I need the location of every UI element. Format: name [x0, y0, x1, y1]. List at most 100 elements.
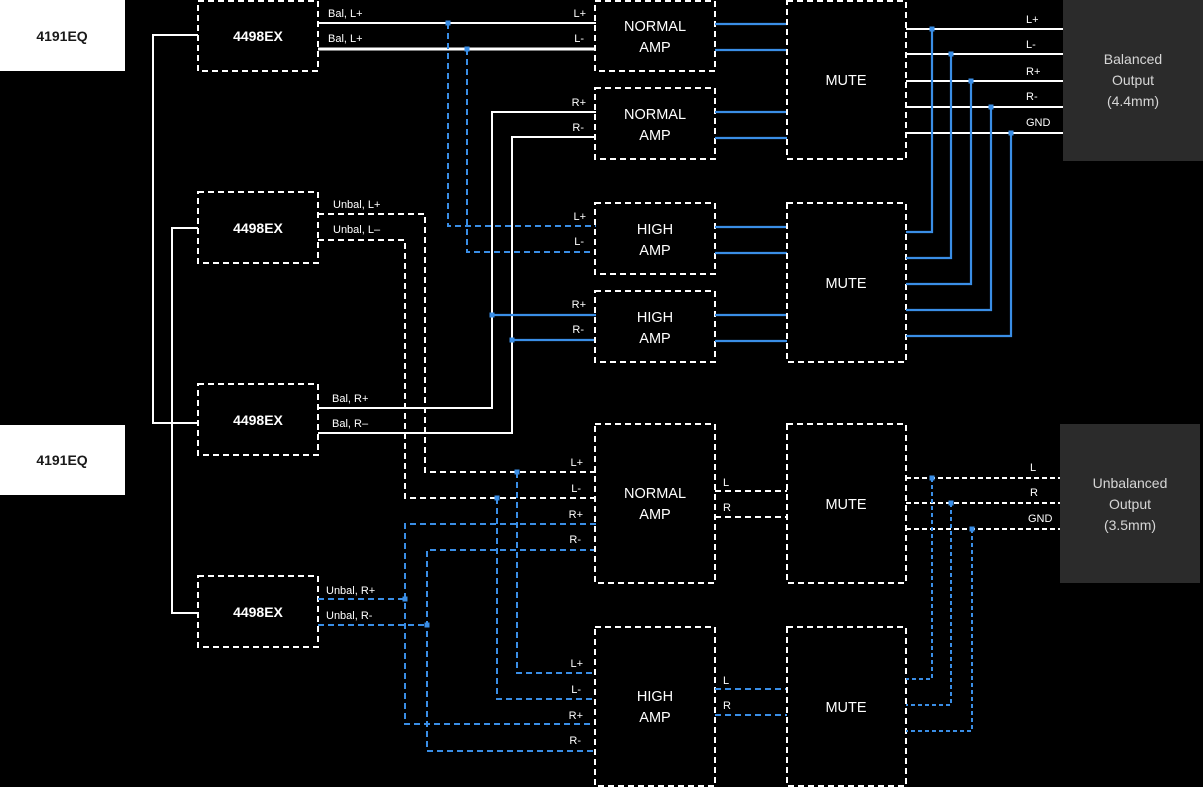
junction-dot: [514, 469, 520, 475]
junction-dot: [424, 622, 430, 628]
unbalanced-pin-label: GND: [1028, 513, 1053, 525]
balanced-pin-label: R+: [1026, 66, 1040, 78]
amp-box: [594, 290, 716, 363]
amp-input-label: L-: [574, 33, 584, 45]
wire-bal-r-minus: [318, 136, 596, 434]
mute-label: MUTE: [825, 73, 866, 89]
amp-label-line1: HIGH: [637, 222, 673, 238]
junction-dot: [445, 20, 451, 26]
amp-input-label: R-: [569, 534, 581, 546]
amp-label-line1: NORMAL: [624, 19, 686, 35]
wire-high-mute-r-plus: [906, 81, 973, 286]
mute-box: [786, 0, 907, 160]
bus-wire-left-inner: [171, 227, 198, 614]
junction-dot: [1008, 130, 1014, 136]
dac-output-label: Bal, L+: [328, 8, 363, 20]
unbalanced-pin-label: R: [1030, 487, 1038, 499]
balanced-pin-label: R-: [1026, 91, 1038, 103]
amp-input-label: L-: [571, 684, 581, 696]
dac-block-1: 4498EX: [197, 0, 319, 72]
amp-input-label: R-: [569, 735, 581, 747]
wire-unbal-l-plus: [318, 213, 596, 473]
junction-dot: [509, 337, 515, 343]
source-box: [0, 425, 125, 495]
dac-output-label: Unbal, L–: [333, 224, 381, 236]
junction-dot: [988, 104, 994, 110]
source-block-bottom: 4191EQ: [0, 425, 125, 495]
dac-output-label: Bal, R–: [332, 418, 369, 430]
amp-label-line1: HIGH: [637, 689, 673, 705]
amp-input-label: R+: [572, 97, 586, 109]
junction-dot: [948, 500, 954, 506]
amp-input-label: L+: [573, 8, 586, 20]
amp-label-line2: AMP: [639, 40, 670, 56]
amp-label-line1: HIGH: [637, 310, 673, 326]
junction-dot: [464, 46, 470, 52]
wire-high-mute-l-plus: [906, 29, 934, 234]
dac-label: 4498EX: [233, 28, 283, 44]
source-label: 4191EQ: [36, 452, 87, 468]
unbalanced-output-line2: Output: [1109, 496, 1151, 512]
dac-output-label: Bal, R+: [332, 393, 368, 405]
wire-unbal-r-plus-trunk: [404, 523, 596, 725]
wire-high-mute-unbal-r: [906, 503, 952, 706]
dac-output-label: Unbal, R-: [326, 610, 373, 622]
mute-block-balanced-high: MUTE: [786, 202, 907, 363]
amp-output-label: L: [723, 477, 729, 489]
junction-dot: [968, 78, 974, 84]
mute-label: MUTE: [825, 700, 866, 716]
dac-block-2: 4498EX: [197, 191, 319, 264]
normal-amp-unbalanced: NORMAL AMP L+ L- R+ R- L R: [569, 423, 731, 584]
wire-high-mute-l-minus: [906, 54, 953, 260]
amp-output-label: R: [723, 502, 731, 514]
amp-output-label: L: [723, 675, 729, 687]
balanced-pin-label: GND: [1026, 117, 1051, 129]
junction-dot: [929, 26, 935, 32]
source-box: [0, 0, 125, 71]
unbalanced-output-block: Unbalanced Output (3.5mm): [1060, 424, 1200, 583]
unbalanced-output-box: [1060, 424, 1200, 583]
amp-label-line2: AMP: [639, 331, 670, 347]
junction-dot: [929, 475, 935, 481]
amp-label-line1: NORMAL: [624, 107, 686, 123]
high-amp-unbalanced: HIGH AMP L+ L- R+ R- L R: [569, 626, 731, 787]
mute-block-balanced-normal: MUTE: [786, 0, 907, 160]
amp-input-label: L-: [571, 483, 581, 495]
mute-label: MUTE: [825, 276, 866, 292]
amp-input-label: R+: [569, 710, 583, 722]
wire-unbal-l-minus-to-high-amp: [496, 498, 596, 700]
dac-output-label: Unbal, L+: [333, 199, 380, 211]
dac-box: [197, 575, 319, 648]
balanced-pin-label: L-: [1026, 39, 1036, 51]
amp-input-label: R+: [569, 509, 583, 521]
dac-box: [197, 191, 319, 264]
mute-block-unbalanced-high: MUTE: [786, 626, 907, 787]
balanced-output-line3: (4.4mm): [1107, 93, 1159, 109]
amp-label-line2: AMP: [639, 128, 670, 144]
wire-bal-l-plus-to-high-amp: [447, 23, 596, 227]
amp-box: [594, 87, 716, 160]
balanced-output-line1: Balanced: [1104, 51, 1162, 67]
balanced-pin-label: L+: [1026, 14, 1039, 26]
wire-bal-l-minus-to-high-amp: [466, 49, 596, 253]
unbalanced-output-line1: Unbalanced: [1093, 475, 1168, 491]
dac-output-label: Bal, L+: [328, 33, 363, 45]
amp-label-line2: AMP: [639, 710, 670, 726]
junction-dot: [402, 596, 408, 602]
amp-input-label: L-: [574, 236, 584, 248]
amp-label-line2: AMP: [639, 507, 670, 523]
dac-box: [197, 0, 319, 72]
dac-box: [197, 383, 319, 456]
balanced-output-block: Balanced Output (4.4mm): [1063, 0, 1203, 161]
wire-high-mute-gnd: [906, 133, 1013, 338]
amp-input-label: L+: [573, 211, 586, 223]
unbalanced-output-line3: (3.5mm): [1104, 517, 1156, 533]
amp-box: [594, 626, 716, 787]
normal-amp-left: NORMAL AMP L+ L-: [573, 0, 716, 72]
wire-high-mute-r-minus: [906, 107, 993, 312]
amp-output-label: R: [723, 700, 731, 712]
amp-input-label: R-: [572, 324, 584, 336]
amp-box: [594, 423, 716, 584]
